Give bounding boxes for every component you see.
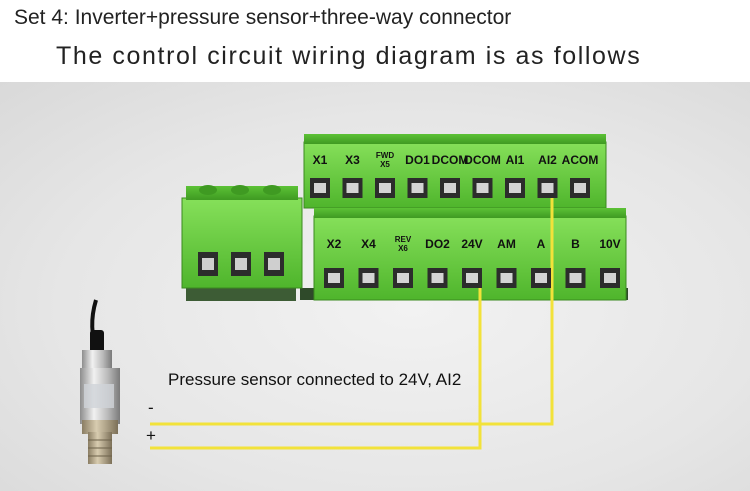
top-terminal-screw [541,183,554,193]
bottom-terminal-label: AM [497,237,516,251]
sensor-caption: Pressure sensor connected to 24V, AI2 [168,370,462,389]
top-terminal-label: X1 [313,153,328,167]
top-terminal-label: ACOM [562,153,599,167]
pressure-sensor [80,299,120,464]
top-terminal-label: DCOM [432,153,469,167]
three-way-connector [181,185,303,289]
top-terminal-label: DCOM [464,153,501,167]
top-terminal-screw [314,183,326,193]
bottom-terminal-screw [431,273,444,283]
bottom-terminal-label: DO2 [425,237,450,251]
top-terminal-label: DO1 [405,153,430,167]
top-terminal-label: X3 [345,153,360,167]
header: Set 4: Inverter+pressure sensor+three-wa… [0,0,750,82]
top-terminal-label: AI2 [538,153,557,167]
top-terminal-screw [476,183,489,193]
board-edge [186,285,296,301]
top-terminal-label: AI1 [506,153,525,167]
bottom-terminal-label: 10V [599,237,620,251]
bottom-terminal-label: A [537,237,546,251]
minus-label: - [148,398,154,417]
bottom-terminal-label: B [571,237,580,251]
wire-minus-ai2 [150,196,554,426]
plus-label: + [146,426,156,445]
bottom-terminal-screw [397,273,409,283]
top-terminal-screw [411,183,424,193]
top-terminal-screw [509,183,521,193]
bottom-terminal-label: 24V [461,237,482,251]
bottom-terminal-screw [569,273,582,283]
wire-plus-24v [150,282,482,450]
top-terminal-screw [444,183,456,193]
set-title: Set 4: Inverter+pressure sensor+three-wa… [14,6,512,29]
bottom-terminal-label: X4 [361,237,376,251]
bottom-terminal-screw [328,273,340,283]
bottom-terminal-screw [604,273,616,283]
top-terminal-screw [574,183,586,193]
top-terminal-screw [346,183,359,193]
bottom-terminal-label: X2 [327,237,342,251]
bottom-terminal-screw [466,273,478,283]
top-terminal-screw [379,183,391,193]
bottom-terminal-screw [535,273,547,283]
bottom-terminal-screw [362,273,375,283]
bottom-terminal-screw [500,273,513,283]
diagram-subtitle: The control circuit wiring diagram is as… [56,42,642,70]
